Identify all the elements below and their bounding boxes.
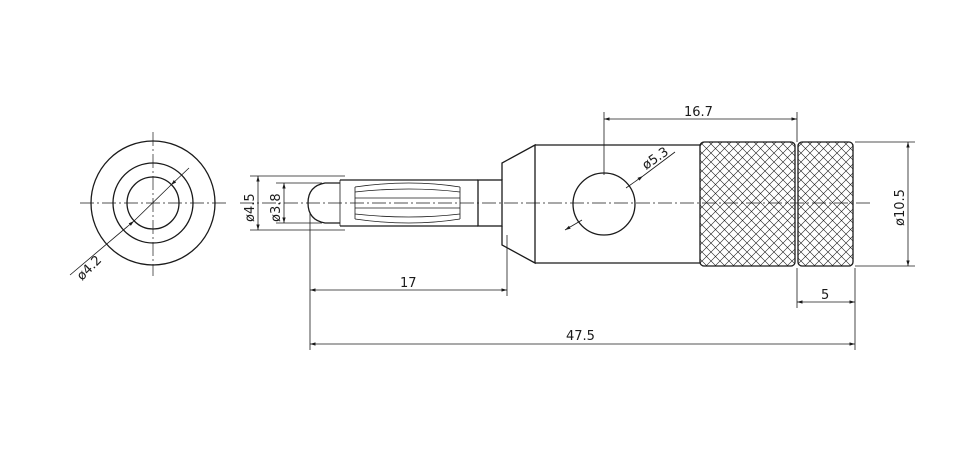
dim-knurl-width: 5 (821, 288, 829, 303)
cross-hole (572, 172, 636, 236)
dim-total-length: 47.5 (566, 329, 595, 344)
side-view (240, 141, 872, 267)
end-view-middle-circle (112, 162, 194, 244)
body-taper (501, 143, 536, 265)
dim-body-diameter: ø10.5 (893, 189, 908, 226)
knurl-section-1 (699, 141, 796, 267)
dim-end-view-diameter: ø4.2 (74, 253, 105, 284)
dim-pin-inner-diameter: ø3.8 (269, 193, 284, 222)
pin-neck (477, 179, 503, 227)
spring-leaves (354, 182, 461, 224)
dim-pin-outer-diameter: ø4.5 (243, 193, 258, 222)
dim-hole-diameter: ø5.3 (640, 145, 672, 174)
end-view: ø4.2 (69, 132, 226, 284)
knurl-section-2 (797, 141, 854, 267)
pin-tip (307, 182, 340, 224)
dimensions: ø4.5 ø3.8 17 47.5 5 16.7 ø5.3 ø10.5 (243, 105, 915, 350)
end-view-outer-circle (90, 140, 216, 266)
end-view-inner-circle (126, 176, 180, 230)
dim-tip-length: 17 (400, 276, 417, 291)
dim-body-length: 16.7 (684, 105, 713, 120)
